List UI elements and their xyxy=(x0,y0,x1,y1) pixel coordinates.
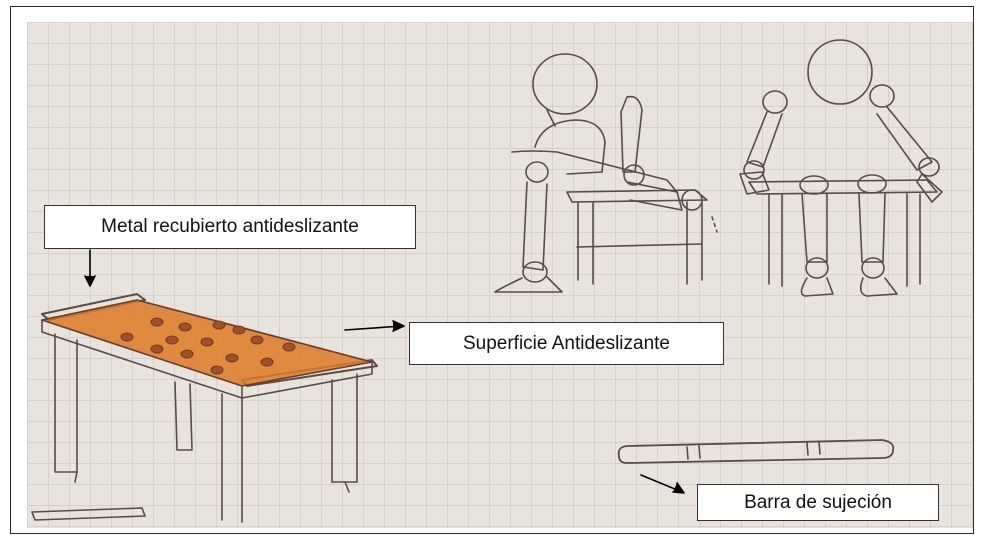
label-superficie-antideslizante: Superficie Antideslizante xyxy=(409,322,724,365)
arrow-superficie xyxy=(345,321,404,331)
label-barra-de-sujecion: Barra de sujeción xyxy=(697,484,939,521)
support-bar-sketch xyxy=(619,440,894,463)
table-sketch xyxy=(32,294,377,522)
seated-figure-front-view xyxy=(740,40,942,296)
annotation-arrows xyxy=(85,250,684,493)
sketch-drawing xyxy=(27,22,973,528)
label-metal-recubierto-antideslizante: Metal recubierto antideslizante xyxy=(44,205,416,249)
arrow-metal xyxy=(85,250,95,286)
seated-figure-side-view xyxy=(495,54,717,292)
arrow-barra xyxy=(641,475,684,493)
